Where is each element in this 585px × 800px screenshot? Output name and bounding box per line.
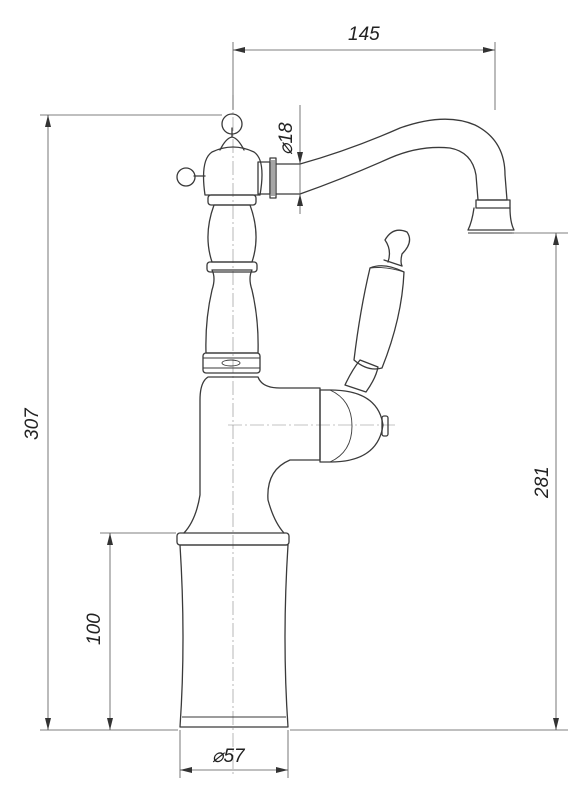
- spout: [275, 118, 508, 201]
- spout-connector: [257, 161, 271, 195]
- base-height-value: 100: [84, 613, 105, 645]
- lever-housing: [319, 389, 384, 463]
- faucet-main-body: [183, 376, 321, 534]
- lever-knob: [384, 229, 411, 267]
- dimension-connection-diameter: ⌀18: [276, 105, 303, 214]
- svg-text:⌀57: ⌀57: [212, 746, 246, 767]
- base-collar: [176, 532, 290, 546]
- dimension-base-diameter: ⌀57: [179, 730, 289, 778]
- dimension-outlet-height: 281: [290, 232, 568, 731]
- lever-handle: [344, 229, 411, 393]
- dimension-base-height: 100: [84, 532, 176, 730]
- dimension-total-height: 307: [22, 114, 222, 731]
- upper-column: [205, 269, 259, 354]
- dimension-spout-reach: 145: [232, 24, 496, 110]
- decorative-ring: [202, 352, 261, 374]
- connection-diameter-value: 18: [276, 122, 297, 144]
- spout-reach-value: 145: [348, 24, 380, 45]
- top-cap: [202, 146, 263, 196]
- faucet-base: [179, 544, 289, 728]
- base-diameter-value: 57: [223, 746, 246, 767]
- outlet-height-value: 281: [532, 466, 553, 499]
- spout-aerator: [475, 199, 511, 209]
- side-knob: [176, 167, 196, 187]
- diameter-symbol: ⌀: [212, 746, 225, 767]
- svg-text:⌀18: ⌀18: [276, 122, 297, 155]
- faucet-body: [176, 113, 515, 728]
- total-height-value: 307: [22, 407, 43, 440]
- top-knob: [221, 113, 243, 135]
- connection-diameter-symbol: ⌀: [276, 142, 297, 155]
